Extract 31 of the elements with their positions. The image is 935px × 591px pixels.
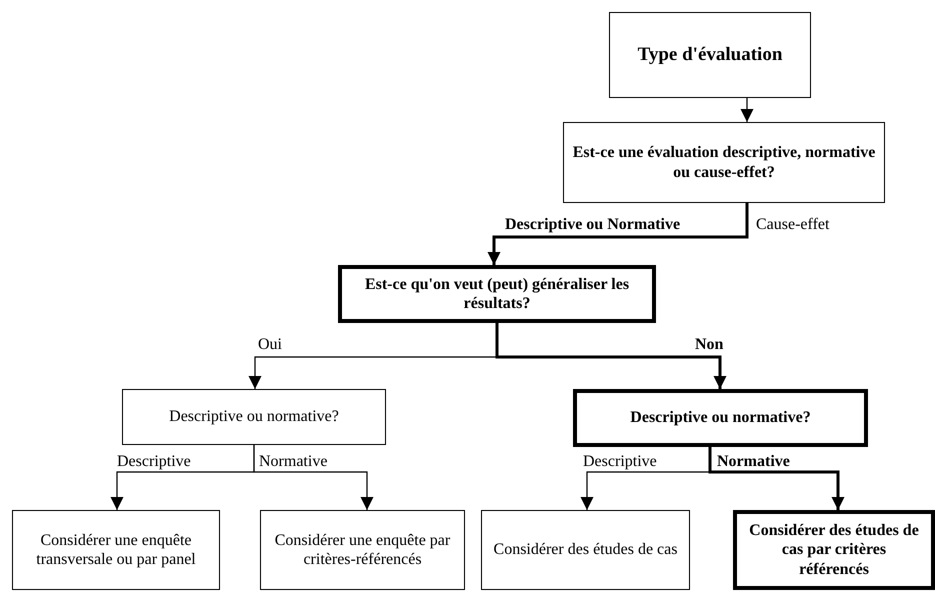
- edge-label: Normative: [259, 453, 328, 471]
- arrow: [488, 203, 748, 265]
- node-text: Considérer des études de cas: [494, 540, 678, 560]
- decision-box-highlighted: [338, 265, 656, 323]
- edge-label: Oui: [258, 336, 282, 354]
- arrow: [253, 445, 374, 510]
- arrow: [708, 447, 844, 510]
- node-text: Est-ce une évaluation descriptive, normative ou cause-effet?: [572, 143, 876, 182]
- process-box: [12, 510, 220, 590]
- decision-box-highlighted: [733, 510, 935, 590]
- edge-label: Normative: [717, 453, 790, 471]
- branch-label: Cause-effet: [756, 216, 830, 234]
- edge-label: Descriptive: [117, 453, 191, 471]
- node-text: Considérer des études de cas par critères référencés: [748, 521, 920, 579]
- arrow: [740, 98, 754, 122]
- decision-box-highlighted: [573, 389, 868, 447]
- process-box: [609, 12, 811, 98]
- edge-label: Non: [695, 336, 724, 354]
- edge-label: Descriptive: [583, 453, 657, 471]
- node-text: Considérer une enquête par critères-référencés: [274, 530, 452, 570]
- node-text: Descriptive ou normative?: [630, 408, 811, 428]
- process-box: [260, 510, 465, 590]
- node-text: Est-ce qu'on veut (peut) généraliser les résultats?: [364, 274, 630, 314]
- node-text: Type d'évaluation: [638, 44, 782, 66]
- process-box: [481, 510, 690, 590]
- node-text: Considérer une enquête transversale ou par panel: [35, 530, 197, 570]
- edge-label: Descriptive ou Normative: [505, 216, 680, 234]
- node-text: Descriptive ou normative?: [169, 407, 339, 427]
- arrow: [496, 323, 726, 389]
- process-box: [122, 389, 386, 445]
- process-box: [563, 122, 885, 203]
